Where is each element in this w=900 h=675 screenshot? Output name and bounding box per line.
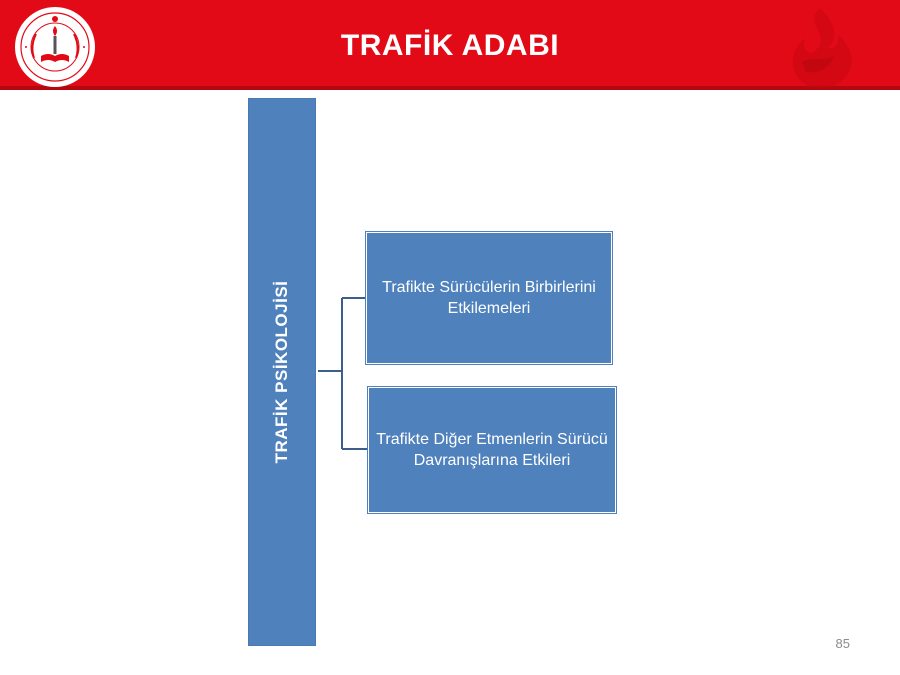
page-title: TRAFİK ADABI	[340, 29, 560, 62]
flame-icon	[792, 8, 852, 89]
diagram-child-node: Trafikte Diğer Etmenlerin Sürücü Davranı…	[368, 387, 616, 513]
diagram-child-label: Trafikte Sürücülerin Birbirlerini Etkile…	[382, 279, 596, 317]
diagram-root-label: TRAFİK PSİKOLOJİSİ	[272, 280, 291, 464]
diagram-root-node: TRAFİK PSİKOLOJİSİ	[248, 98, 316, 646]
ministry-logo-icon	[15, 7, 95, 87]
diagram-child-node: Trafikte Sürücülerin Birbirlerini Etkile…	[366, 232, 612, 364]
diagram-child-label: Trafikte Diğer Etmenlerin Sürücü Davranı…	[376, 431, 608, 469]
page-number: 85	[835, 636, 850, 651]
header-shadow	[0, 86, 900, 90]
header-bar: TRAFİK ADABI	[0, 0, 900, 90]
